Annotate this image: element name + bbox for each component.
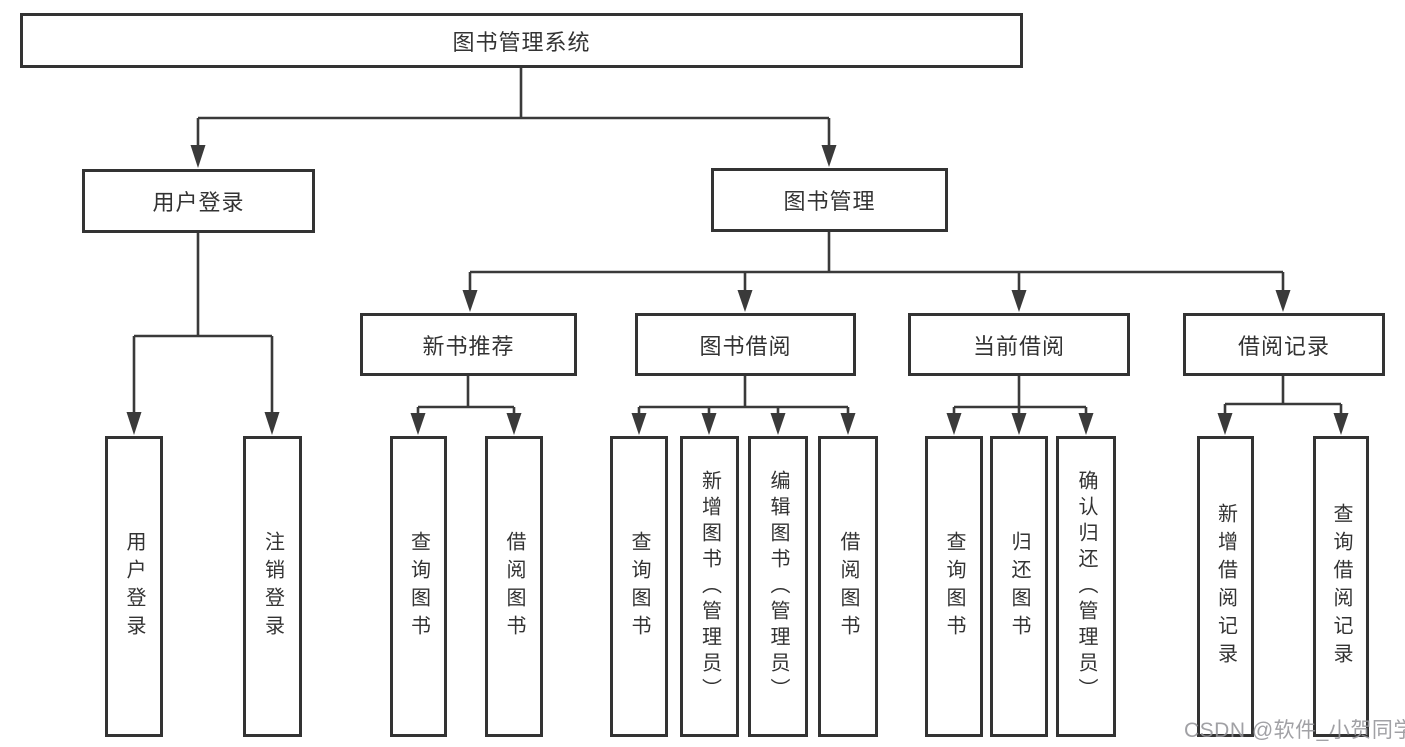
node-book-management-module: 图书管理 bbox=[711, 168, 948, 232]
node-label: 查询图书 bbox=[943, 530, 965, 643]
node-label: 借阅图书 bbox=[837, 530, 859, 643]
csdn-watermark: CSDN @软件_小贺同学 bbox=[1184, 719, 1405, 742]
leaf-query-books: 查询图书 bbox=[925, 436, 983, 737]
node-label: 注销登录 bbox=[261, 530, 284, 643]
node-label: 用户登录 bbox=[152, 190, 245, 215]
node-label: 确认归还（管理员） bbox=[1075, 469, 1097, 704]
leaf-user-login: 用户登录 bbox=[105, 436, 163, 737]
node-label: 新增借阅记录 bbox=[1214, 502, 1237, 671]
node-label: 图书管理系统 bbox=[452, 29, 591, 55]
node-label: 当前借阅 bbox=[972, 333, 1065, 359]
node-label: 归还图书 bbox=[1008, 530, 1030, 643]
leaf-query-books: 查询图书 bbox=[390, 436, 447, 737]
node-book-borrowing: 图书借阅 bbox=[635, 313, 856, 376]
node-borrowing-records: 借阅记录 bbox=[1183, 313, 1385, 376]
leaf-borrow-books: 借阅图书 bbox=[485, 436, 543, 737]
node-label: 新增图书（管理员） bbox=[698, 469, 721, 704]
node-new-book-recommendation: 新书推荐 bbox=[360, 313, 577, 376]
node-label: 新书推荐 bbox=[422, 333, 515, 359]
node-label: 查询图书 bbox=[628, 530, 650, 643]
node-label: 查询借阅记录 bbox=[1330, 502, 1352, 671]
node-label: 图书借阅 bbox=[699, 333, 792, 359]
node-current-borrowing: 当前借阅 bbox=[908, 313, 1130, 376]
leaf-add-borrow-record: 新增借阅记录 bbox=[1197, 436, 1254, 737]
node-label: 查询图书 bbox=[407, 530, 430, 643]
node-label: 借阅记录 bbox=[1237, 333, 1330, 359]
leaf-borrow-books: 借阅图书 bbox=[818, 436, 878, 737]
leaf-return-books: 归还图书 bbox=[990, 436, 1048, 737]
node-label: 编辑图书（管理员） bbox=[767, 469, 789, 704]
leaf-confirm-return-admin: 确认归还（管理员） bbox=[1056, 436, 1116, 737]
leaf-logout: 注销登录 bbox=[243, 436, 302, 737]
leaf-edit-books-admin: 编辑图书（管理员） bbox=[748, 436, 808, 737]
node-label: 图书管理 bbox=[783, 189, 876, 214]
node-system-root: 图书管理系统 bbox=[20, 13, 1023, 68]
node-label: 借阅图书 bbox=[503, 530, 525, 643]
node-user-login-module: 用户登录 bbox=[82, 169, 315, 233]
node-label: 用户登录 bbox=[123, 530, 145, 643]
leaf-add-books-admin: 新增图书（管理员） bbox=[680, 436, 739, 737]
leaf-query-borrow-record: 查询借阅记录 bbox=[1313, 436, 1369, 737]
leaf-query-books: 查询图书 bbox=[610, 436, 668, 737]
